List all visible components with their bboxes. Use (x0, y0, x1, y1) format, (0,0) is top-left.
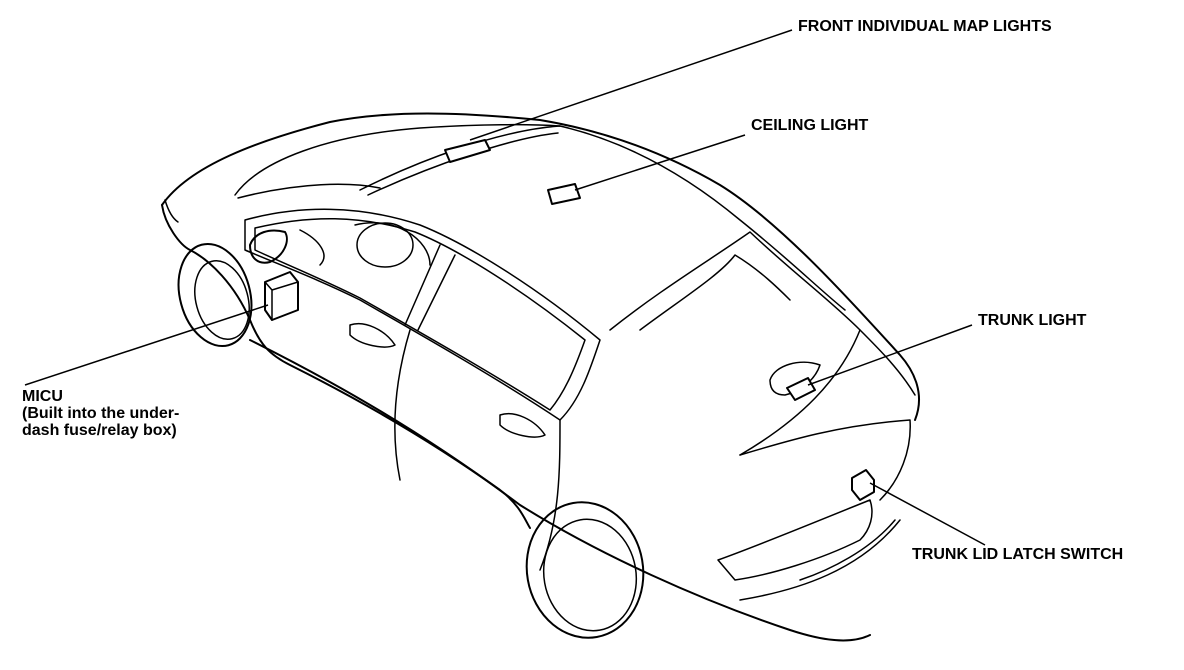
ceiling-light-component (547, 183, 581, 205)
trunk-lid-latch-switch-label: TRUNK LID LATCH SWITCH (912, 546, 1124, 563)
micu-title-label: MICU (22, 388, 63, 405)
trunk-lid-latch-switch-component (851, 469, 875, 501)
front-map-lights-component (444, 139, 491, 163)
micu-line1-label: (Built into the under- (22, 405, 180, 422)
trunk-light-label: TRUNK LIGHT (978, 312, 1087, 329)
leader-ceiling-light (574, 134, 746, 191)
components (264, 139, 875, 501)
leader-micu (24, 304, 269, 386)
micu-component (264, 271, 299, 321)
leader-trunk-lid-latch-switch (869, 482, 986, 546)
ceiling-light-label: CEILING LIGHT (751, 117, 869, 134)
leader-trunk-light (807, 324, 973, 386)
micu-line2-label: dash fuse/relay box) (22, 422, 177, 439)
trunk-light-component (786, 377, 816, 401)
car-body (161, 112, 920, 642)
front-map-lights-label: FRONT INDIVIDUAL MAP LIGHTS (798, 18, 1052, 35)
leader-front-map-lights (469, 29, 793, 141)
leader-lines (24, 29, 986, 546)
